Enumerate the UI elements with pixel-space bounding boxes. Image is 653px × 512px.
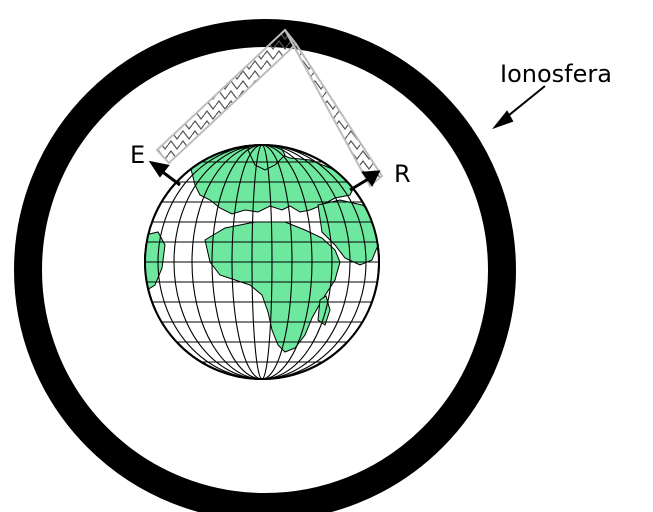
land-madagascar [317,295,331,326]
ionosphere-ring [14,19,516,512]
label-emitter: E [130,141,145,169]
zigzag-radio-wave [155,28,384,188]
label-receiver: R [394,160,411,188]
label-ionosphere: Ionosfera [500,60,612,88]
arrow-receiver [349,170,381,192]
wave-path-right [284,29,384,188]
arrow-emitter [148,160,181,187]
land-europe [189,147,356,215]
arrow-ionosphere [492,85,546,130]
earth-globe-icon [144,144,380,380]
